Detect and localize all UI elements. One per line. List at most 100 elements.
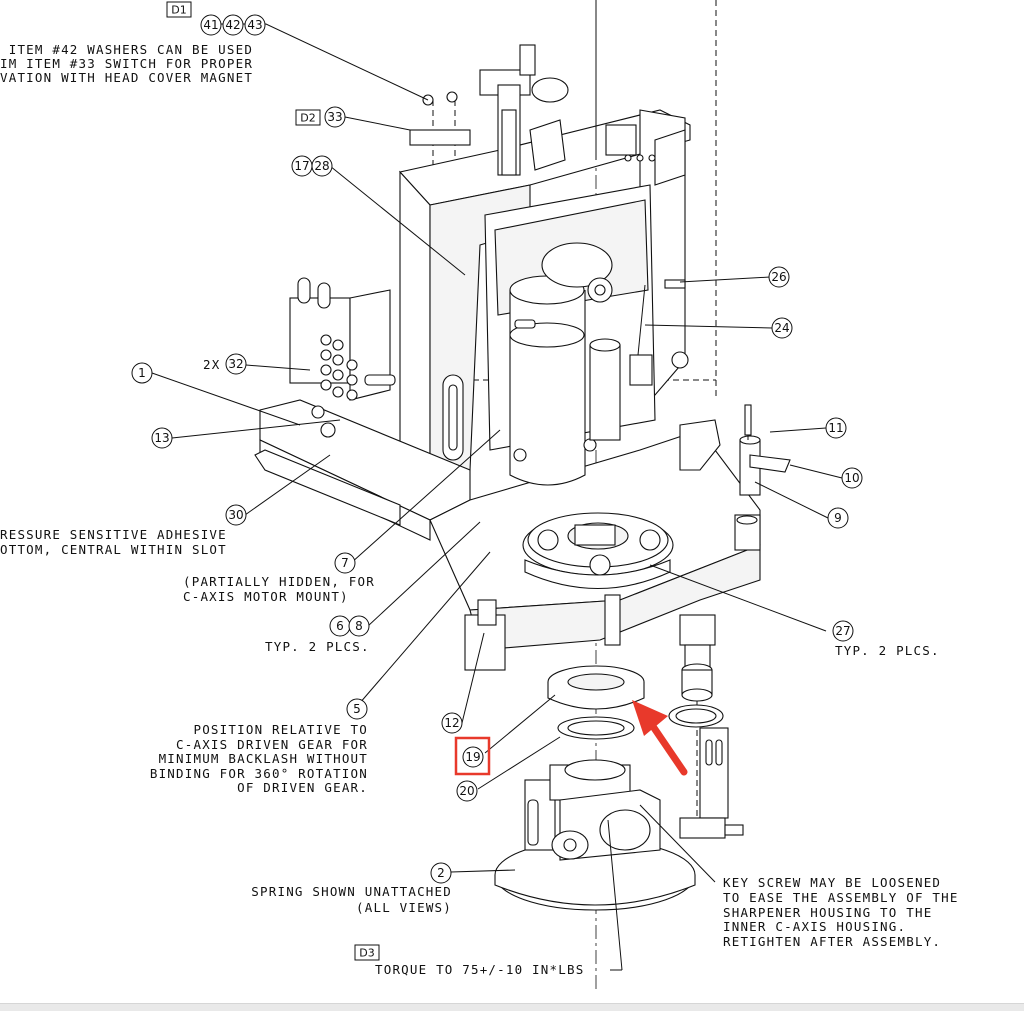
- note-washers: ITEM #42 WASHERS CAN BE USED IM ITEM #33…: [0, 42, 253, 85]
- balloon-1-text: 1: [138, 366, 146, 380]
- highlight-box-19: [454, 736, 491, 776]
- highlight-arrow-shaft: [646, 718, 688, 776]
- view-tag-d3-text: D3: [359, 947, 374, 960]
- balloon-26-text: 26: [771, 270, 786, 284]
- note-typ-2-plcs-right: TYP. 2 PLCS.: [835, 643, 940, 658]
- bearing-19: [547, 665, 645, 710]
- balloon-10: 10: [841, 467, 863, 489]
- highlight-arrow-head: [632, 700, 668, 736]
- highlight-annotation: [454, 700, 688, 776]
- view-tag-d2: D2: [295, 109, 321, 126]
- clamp-ring: [668, 704, 744, 839]
- note-key-screw-line-2: TO EASE THE ASSEMBLY OF THE: [723, 890, 959, 905]
- balloon-2-text: 2: [437, 866, 445, 880]
- balloon-8-text: 8: [355, 619, 363, 633]
- balloon-24-text: 24: [774, 321, 789, 335]
- balloon-9: 9: [827, 507, 849, 529]
- qty-2x-label: 2X: [203, 357, 220, 372]
- balloon-1: 1: [131, 362, 153, 384]
- view-tag-d1-text: D1: [171, 4, 186, 17]
- balloon-41-text: 41: [203, 18, 218, 32]
- balloon-20-text: 20: [459, 784, 474, 798]
- note-adhesive: RESSURE SENSITIVE ADHESIVE OTTOM, CENTRA…: [0, 527, 227, 557]
- balloon-13: 13: [151, 427, 173, 449]
- balloon-42-text: 42: [225, 18, 240, 32]
- balloon-6: 6: [329, 615, 351, 637]
- washer-20: [557, 716, 635, 740]
- note-partially-hidden: (PARTIALLY HIDDEN, FOR C-AXIS MOTOR MOUN…: [183, 574, 375, 604]
- balloon-26: 26: [768, 266, 790, 288]
- viewer-bottom-bar: [0, 1003, 1024, 1011]
- balloon-5: 5: [346, 698, 368, 720]
- balloon-28: 28: [311, 155, 333, 177]
- note-key-screw: KEY SCREW MAY BE LOOSENED TO EASE THE AS…: [723, 875, 959, 949]
- note-position: POSITION RELATIVE TO C-AXIS DRIVEN GEAR …: [150, 722, 368, 795]
- balloon-10-text: 10: [844, 471, 859, 485]
- note-washers-line-1: ITEM #42 WASHERS CAN BE USED: [0, 42, 253, 57]
- balloon-43: 43: [244, 14, 266, 36]
- balloon-19-text: 19: [465, 750, 480, 764]
- note-spring-line-1: SPRING SHOWN UNATTACHED: [251, 884, 452, 899]
- balloon-9-text: 9: [834, 511, 842, 525]
- balloon-7: 7: [334, 552, 356, 574]
- note-partially-hidden-line-1: (PARTIALLY HIDDEN, FOR: [183, 574, 375, 589]
- left-switch-block: [289, 277, 396, 438]
- balloon-33-text: 33: [327, 110, 342, 124]
- balloon-41: 41: [200, 14, 222, 36]
- note-position-line-3: MINIMUM BACKLASH WITHOUT: [159, 751, 368, 766]
- note-key-screw-line-3: SHARPENER HOUSING TO THE: [723, 905, 932, 920]
- balloon-30-text: 30: [228, 508, 243, 522]
- c-axis-motor: [509, 242, 613, 486]
- top-switch-assembly: [409, 0, 637, 176]
- view-tag-d1: D1: [166, 1, 192, 18]
- balloon-7-text: 7: [341, 556, 349, 570]
- balloon-30: 30: [225, 504, 247, 526]
- note-partially-hidden-line-2: C-AXIS MOTOR MOUNT): [183, 589, 349, 604]
- balloon-20: 20: [456, 780, 478, 802]
- balloon-32-text: 32: [228, 357, 243, 371]
- balloon-27-text: 27: [835, 624, 850, 638]
- balloon-27: 27: [832, 620, 854, 642]
- balloon-12: 12: [441, 712, 463, 734]
- note-key-screw-line-4: INNER C-AXIS HOUSING.: [723, 919, 906, 934]
- balloon-6-text: 6: [336, 619, 344, 633]
- note-spring-line-2: (ALL VIEWS): [356, 900, 452, 915]
- balloon-8: 8: [348, 615, 370, 637]
- note-position-line-4: BINDING FOR 360° ROTATION: [150, 766, 368, 781]
- right-shaft: [589, 279, 721, 471]
- note-position-line-2: C-AXIS DRIVEN GEAR FOR: [176, 737, 368, 752]
- note-position-line-5: OF DRIVEN GEAR.: [237, 780, 368, 795]
- note-key-screw-line-1: KEY SCREW MAY BE LOOSENED: [723, 875, 941, 890]
- balloon-32: 32: [225, 353, 247, 375]
- note-torque: TORQUE TO 75+/-10 IN*LBS: [375, 962, 584, 977]
- balloon-42: 42: [222, 14, 244, 36]
- note-spring: SPRING SHOWN UNATTACHED (ALL VIEWS): [251, 884, 452, 915]
- note-washers-line-2: IM ITEM #33 SWITCH FOR PROPER: [0, 56, 253, 71]
- note-typ-2-plcs-left: TYP. 2 PLCS.: [265, 639, 370, 654]
- balloon-19: 19: [462, 746, 484, 768]
- view-tag-d3: D3: [354, 944, 380, 961]
- balloon-43-text: 43: [247, 18, 262, 32]
- note-adhesive-line-2: OTTOM, CENTRAL WITHIN SLOT: [0, 542, 227, 557]
- note-position-line-1: POSITION RELATIVE TO: [193, 722, 368, 737]
- balloon-17: 17: [291, 155, 313, 177]
- note-washers-line-3: VATION WITH HEAD COVER MAGNET: [0, 70, 253, 85]
- note-adhesive-line-1: RESSURE SENSITIVE ADHESIVE: [0, 527, 227, 542]
- balloon-12-text: 12: [444, 716, 459, 730]
- balloon-11-text: 11: [828, 421, 843, 435]
- driven-gear-plate: [522, 512, 674, 589]
- balloon-24: 24: [771, 317, 793, 339]
- balloon-13-text: 13: [154, 431, 169, 445]
- note-key-screw-line-5: RETIGHTEN AFTER ASSEMBLY.: [723, 934, 941, 949]
- balloon-17-text: 17: [294, 159, 309, 173]
- view-tag-d2-text: D2: [300, 112, 315, 125]
- balloon-33: 33: [324, 106, 346, 128]
- balloon-28-text: 28: [314, 159, 329, 173]
- balloon-11: 11: [825, 417, 847, 439]
- balloon-2: 2: [430, 862, 452, 884]
- balloon-5-text: 5: [353, 702, 361, 716]
- lower-housing: [464, 404, 791, 702]
- sharpener-housing: [494, 759, 696, 911]
